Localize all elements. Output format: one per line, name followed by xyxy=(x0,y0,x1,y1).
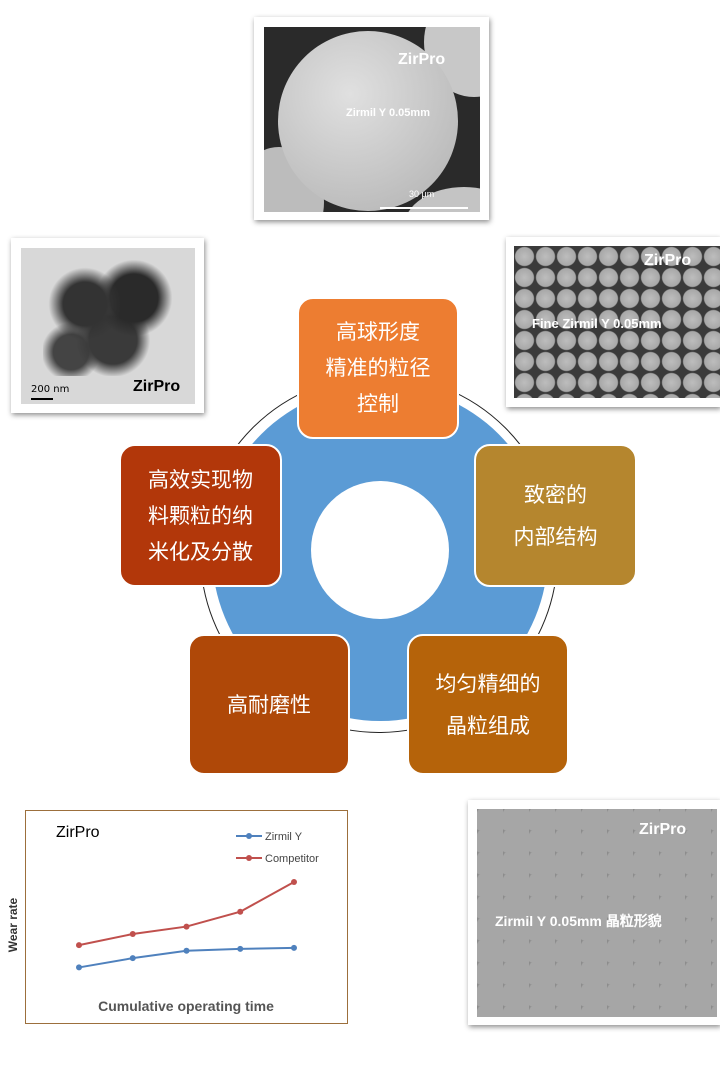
data-point xyxy=(76,964,82,971)
data-point xyxy=(76,942,82,949)
photo-sphere: ZirPro Zirmil Y 0.05mm 30 μm xyxy=(254,17,489,220)
data-point xyxy=(237,908,244,915)
y-axis-label: Wear rate xyxy=(6,897,20,953)
chart-title: ZirPro xyxy=(56,824,100,841)
caption: Zirmil Y 0.05mm 晶粒形貌 xyxy=(495,913,662,929)
photo-grain-morphology: ZirPro Zirmil Y 0.05mm 晶粒形貌 xyxy=(468,800,720,1025)
photo-fine-beads: ZirPro Fine Zirmil Y 0.05mm xyxy=(506,237,720,407)
data-point xyxy=(183,947,190,954)
brand-label: ZirPro xyxy=(398,51,446,68)
scale-label: 30 μm xyxy=(409,189,435,199)
data-point xyxy=(129,931,136,937)
data-point xyxy=(291,879,297,885)
feature-fine-grain: 均匀精细的 晶粒组成 xyxy=(407,634,569,775)
feature-sphericity: 高球形度 精准的粒径 控制 xyxy=(297,297,459,439)
x-axis-label: Cumulative operating time xyxy=(98,998,274,1014)
scale-bar xyxy=(380,207,468,209)
data-point xyxy=(129,955,136,962)
feature-wear-resistance: 高耐磨性 xyxy=(188,634,350,775)
series-line-1 xyxy=(78,881,295,947)
brand-label: ZirPro xyxy=(639,821,687,838)
feature-dense-structure: 致密的 内部结构 xyxy=(474,444,637,587)
brand-label: ZirPro xyxy=(644,252,692,269)
legend-marker xyxy=(246,833,252,839)
scale-bar xyxy=(31,398,53,400)
legend-label: Competitor xyxy=(265,853,319,865)
data-point xyxy=(291,944,297,951)
feature-nano-dispersion: 高效实现物 料颗粒的纳 米化及分散 xyxy=(119,444,282,587)
inner-hole xyxy=(311,481,449,619)
data-point xyxy=(183,923,190,930)
caption: Zirmil Y 0.05mm xyxy=(346,107,430,119)
wear-rate-chart: ZirPro Cumulative operating time Zirmil … xyxy=(25,810,348,1024)
scale-label: 200 nm xyxy=(31,384,70,395)
brand-label: ZirPro xyxy=(133,378,181,395)
legend-label: Zirmil Y xyxy=(265,831,303,843)
caption: Fine Zirmil Y 0.05mm xyxy=(532,316,662,331)
data-point xyxy=(237,945,244,952)
photo-nanoparticles: 200 nm ZirPro xyxy=(11,238,204,413)
legend-marker xyxy=(246,855,252,861)
